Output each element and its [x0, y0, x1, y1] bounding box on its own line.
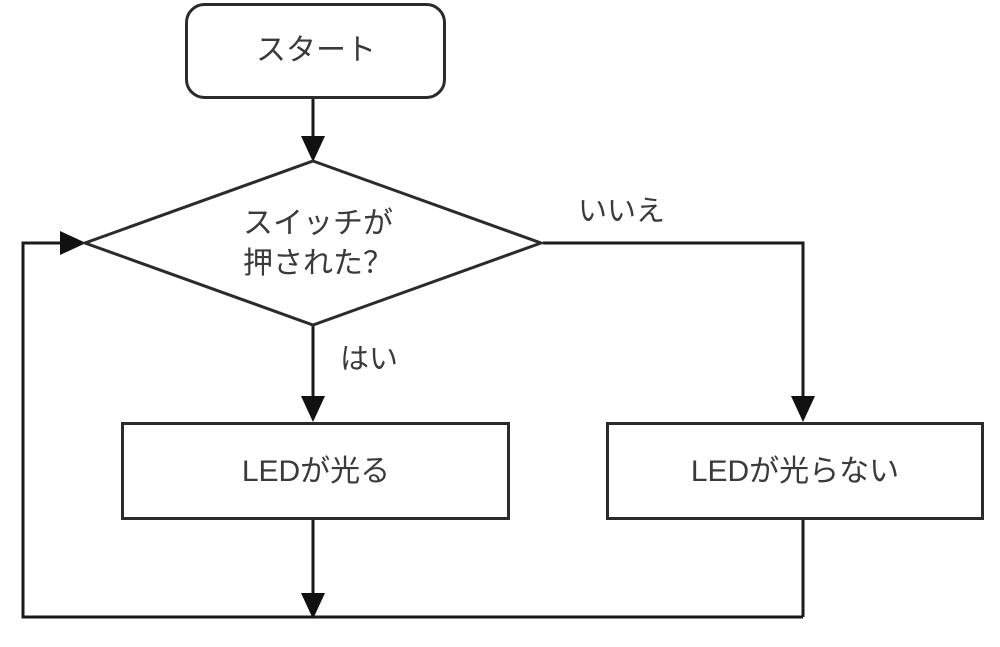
edge-line	[543, 241, 805, 410]
led-off-node-label: LEDが光らない	[691, 455, 899, 488]
led-on-node-label: LEDが光る	[242, 455, 390, 488]
edge-decision-no	[543, 241, 815, 422]
decision-node-label-line2: 押された？	[243, 247, 393, 280]
led-on-node-shape[interactable]	[121, 422, 510, 520]
edge-label-yes: はい	[340, 344, 398, 376]
led-off-node-shape[interactable]	[606, 422, 984, 520]
start-node-shape[interactable]	[185, 3, 446, 99]
decision-node-label-line1: スイッチが	[243, 207, 393, 240]
arrow-head-icon	[301, 136, 325, 162]
node-decision[interactable]: スイッチが 押された？	[80, 159, 546, 327]
node-led-on[interactable]: LEDが光る	[121, 422, 510, 520]
edge-label-no: いいえ	[578, 196, 665, 228]
node-led-off[interactable]: LEDが光らない	[606, 422, 984, 520]
edge-decision-yes	[301, 326, 325, 422]
arrow-head-icon	[791, 396, 815, 422]
edge-join-down	[301, 520, 325, 619]
edge-line	[21, 241, 803, 619]
edge-start-to-decision	[301, 99, 325, 162]
edge-loop-back	[21, 231, 803, 619]
decision-node-shape[interactable]	[80, 159, 546, 327]
arrow-head-icon	[60, 231, 86, 255]
node-start[interactable]: スタート	[185, 3, 446, 99]
arrow-head-icon	[301, 396, 325, 422]
start-node-label: スタート	[256, 34, 376, 67]
arrow-head-icon	[301, 593, 325, 619]
